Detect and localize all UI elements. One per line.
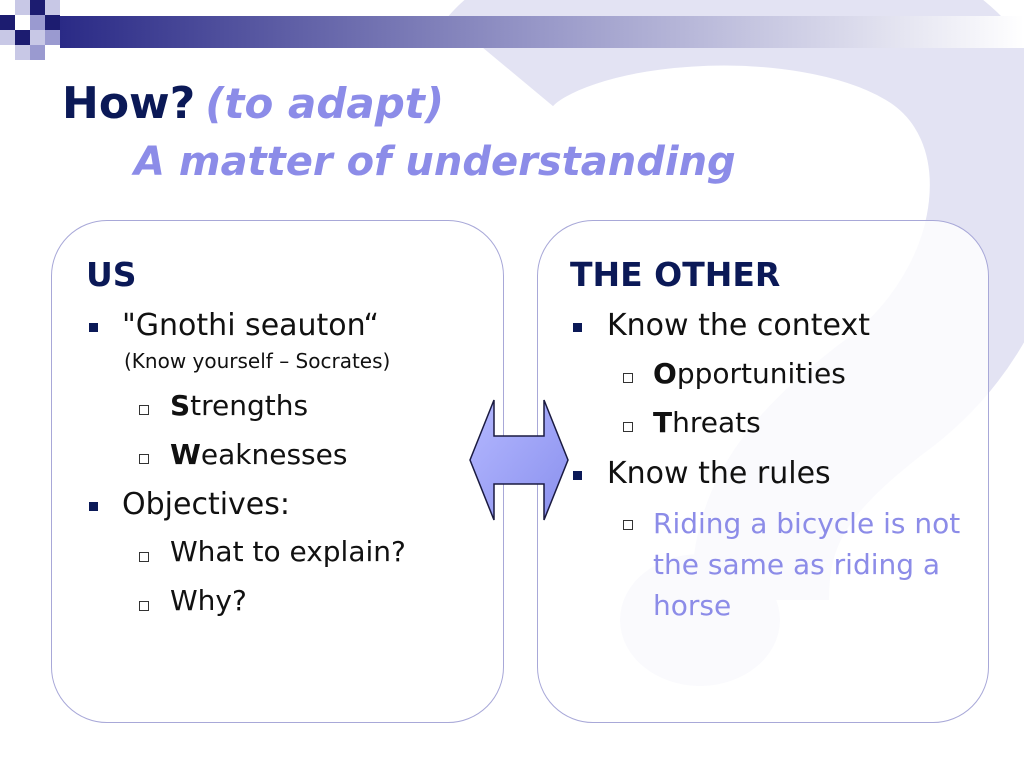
left-subitem-why: Why? xyxy=(170,584,247,617)
slide-subtitle: A matter of understanding xyxy=(134,139,736,185)
double-arrow-icon xyxy=(469,399,569,521)
initial-letter: O xyxy=(653,357,677,390)
slide-title: How?(to adapt) xyxy=(62,78,444,129)
left-subitem-what: What to explain? xyxy=(170,535,406,568)
hollow-bullet-icon xyxy=(139,552,149,562)
hollow-bullet-icon xyxy=(623,422,633,432)
right-subitem-threats: Threats xyxy=(653,406,761,439)
right-item-2: Know the rules xyxy=(607,456,831,491)
initial-letter: W xyxy=(170,438,201,471)
right-subitem-riding: Riding a bicycle is not the same as ridi… xyxy=(653,507,961,622)
right-panel-heading: THE OTHER xyxy=(570,255,781,294)
left-panel-heading: US xyxy=(86,255,137,294)
bullet-icon xyxy=(573,323,582,332)
left-panel xyxy=(51,220,504,723)
hollow-bullet-icon xyxy=(139,454,149,464)
initial-letter: S xyxy=(170,389,191,422)
left-subitem-strengths: Strengths xyxy=(170,389,308,422)
header-decoration xyxy=(0,0,1024,60)
subitem-rest: pportunities xyxy=(676,357,846,390)
subitem-rest: hreats xyxy=(672,406,761,439)
left-subitem-weaknesses: Weaknesses xyxy=(170,438,347,471)
left-item-1: "Gnothi seauton“ xyxy=(122,308,380,343)
title-main: How? xyxy=(62,78,196,129)
initial-letter: T xyxy=(653,406,673,439)
right-item-1: Know the context xyxy=(607,308,870,343)
subitem-rest: eaknesses xyxy=(200,438,348,471)
bullet-icon xyxy=(89,323,98,332)
hollow-bullet-icon xyxy=(623,373,633,383)
right-panel xyxy=(537,220,989,723)
bullet-icon xyxy=(89,502,98,511)
title-parenthetical: (to adapt) xyxy=(205,79,445,128)
hollow-bullet-icon xyxy=(139,601,149,611)
hollow-bullet-icon xyxy=(623,520,633,530)
subitem-rest: trengths xyxy=(190,389,309,422)
right-subitem-opportunities: Opportunities xyxy=(653,357,846,390)
left-item-2: Objectives: xyxy=(122,487,290,522)
left-item-1-note: (Know yourself – Socrates) xyxy=(124,349,391,373)
bullet-icon xyxy=(573,471,582,480)
hollow-bullet-icon xyxy=(139,405,149,415)
